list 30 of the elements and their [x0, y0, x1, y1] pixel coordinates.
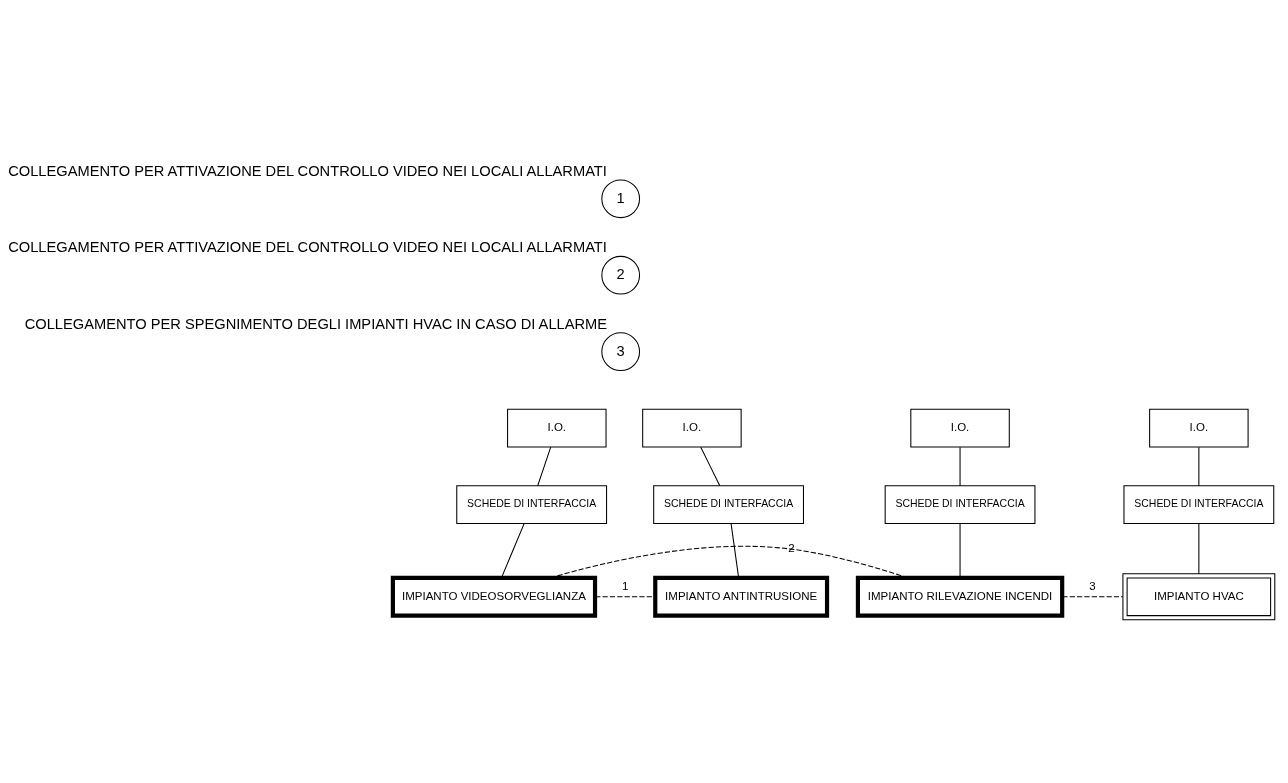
- node-box: IMPIANTO HVAC: [1122, 572, 1276, 620]
- edge-label: 1: [621, 579, 629, 592]
- node-box: I.O.: [642, 408, 742, 447]
- node-label: COLLEGAMENTO PER ATTIVAZIONE DEL CONTROLLO VIDEO NEI LOCALI ALLARMATI: [8, 238, 607, 255]
- node-box: SCHEDE DI INTERFACCIA: [884, 484, 1036, 524]
- connector: [1198, 522, 1200, 574]
- node-box: IMPIANTO ANTINTRUSIONE: [653, 575, 830, 618]
- edge-label: 2: [788, 541, 795, 554]
- node-circle: 2: [601, 255, 641, 295]
- node-label: COLLEGAMENTO PER SPEGNIMENTO DEGLI IMPIANTI HVAC IN CASO DI ALLARME: [24, 315, 608, 332]
- connector: [959, 522, 961, 578]
- node-box: IMPIANTO RILEVAZIONE INCENDI: [855, 575, 1065, 618]
- connector: [700, 446, 721, 486]
- node-box: IMPIANTO VIDEOSORVEGLIANZA: [390, 575, 598, 618]
- node-box: SCHEDE DI INTERFACCIA: [456, 484, 608, 524]
- connector: [959, 446, 961, 486]
- connector: [1198, 446, 1200, 486]
- connector: [500, 522, 525, 578]
- connector: [1061, 595, 1124, 597]
- node-box: I.O.: [507, 408, 607, 447]
- node-label: COLLEGAMENTO PER ATTIVAZIONE DEL CONTROLLO VIDEO NEI LOCALI ALLARMATI: [8, 162, 607, 179]
- node-circle: 3: [601, 331, 641, 371]
- connector: [537, 446, 552, 486]
- node-box: SCHEDE DI INTERFACCIA: [653, 484, 804, 524]
- edge-label: 3: [1089, 579, 1096, 592]
- node-box: SCHEDE DI INTERFACCIA: [1123, 484, 1275, 524]
- connector: [730, 522, 740, 578]
- node-box: I.O.: [1149, 408, 1249, 447]
- node-circle: 1: [601, 178, 641, 218]
- node-box: I.O.: [910, 408, 1010, 447]
